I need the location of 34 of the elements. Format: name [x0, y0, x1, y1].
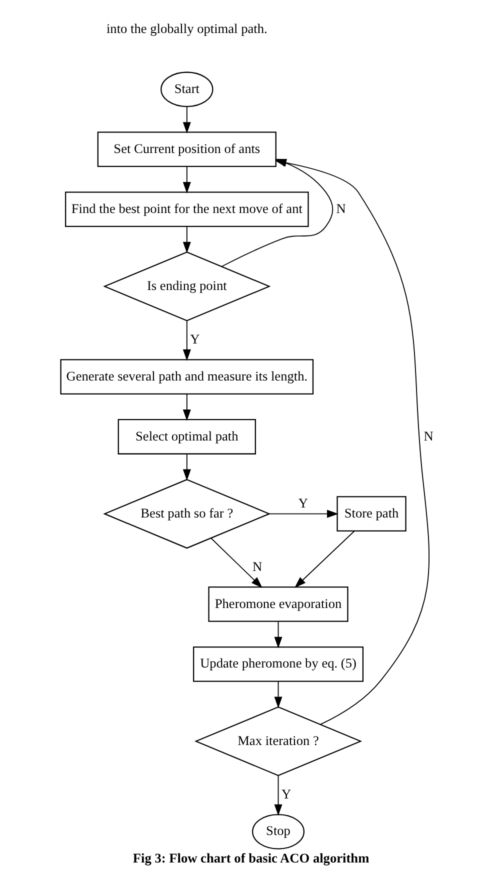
- node-ellipse: Stop: [252, 814, 304, 850]
- edge-label: Y: [281, 786, 291, 802]
- label: into the globally optimal path.: [106, 20, 267, 36]
- caption: Fig 3: Flow chart of basic ACO algorithm: [132, 850, 369, 866]
- node-box: Select optimal path: [117, 419, 256, 454]
- arrow: [210, 538, 262, 588]
- arrow: [294, 530, 354, 588]
- arrow: [182, 166, 190, 194]
- arrow: [274, 621, 282, 648]
- node-ellipse: Start: [160, 72, 213, 108]
- edge-label: Y: [298, 495, 308, 510]
- edge-label: Y: [190, 332, 200, 347]
- arrow: [274, 775, 282, 816]
- node-box: Generate several path and measure its length.: [60, 359, 314, 394]
- node-diamond: Best path so far ?: [102, 478, 270, 549]
- node-box: Find the best point for the next move of ant: [64, 192, 308, 227]
- arrow: [182, 226, 190, 254]
- arrow: [182, 320, 190, 361]
- arrow: [274, 158, 430, 725]
- arrow: [182, 106, 190, 134]
- edge-label: N: [423, 428, 433, 444]
- node-box: Store path: [336, 496, 406, 532]
- arrow: [268, 510, 338, 518]
- node-box: Pheromone evaporation: [208, 586, 348, 622]
- arrow: [220, 158, 333, 267]
- node-diamond: Is ending point: [102, 252, 270, 322]
- node-box: Update pheromone by eq. (5): [192, 646, 364, 682]
- node-diamond: Max iteration ?: [194, 706, 362, 776]
- arrow: [182, 454, 190, 481]
- arrow: [182, 394, 190, 421]
- arrow: [274, 680, 282, 708]
- edge-label: N: [336, 200, 346, 216]
- node-box: Set Current position of ants: [96, 132, 276, 168]
- edge-label: N: [252, 559, 262, 574]
